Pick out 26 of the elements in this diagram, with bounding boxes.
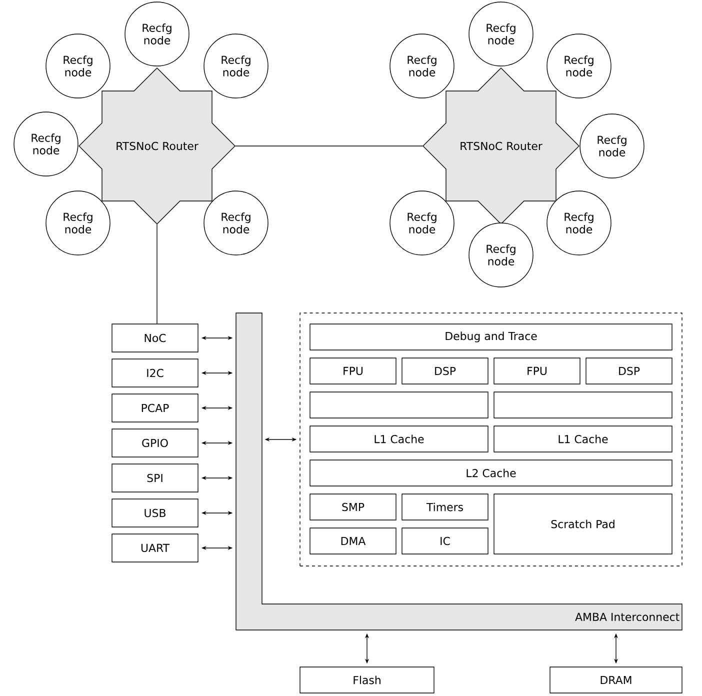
block-box: IC (402, 528, 488, 554)
block-box: Timers (402, 494, 488, 520)
block-box: FPU (494, 358, 580, 384)
block-box: DSP (402, 358, 488, 384)
block-box: DRAM (550, 666, 682, 694)
block-box: GPIO (112, 428, 198, 458)
cluster-frame (300, 312, 682, 566)
block-box: SMP (310, 494, 396, 520)
block-box: USB (112, 498, 198, 528)
block-box: SPI (112, 464, 198, 492)
block-box (494, 392, 672, 418)
block-box: UART (112, 534, 198, 562)
block-box: Debug and Trace (310, 324, 672, 350)
block-box: DSP (586, 358, 672, 384)
block-box: L1 Cache (494, 426, 672, 452)
block-box: PCAP (112, 394, 198, 422)
block-box: FPU (310, 358, 396, 384)
block-box: DMA (310, 528, 396, 554)
block-box: L2 Cache (310, 460, 672, 486)
block-box: I2C (112, 358, 198, 388)
connector (156, 224, 158, 324)
block-box (310, 392, 488, 418)
block-box: Scratch Pad (494, 494, 672, 554)
block-box: L1 Cache (310, 426, 488, 452)
block-box: Flash (300, 666, 434, 694)
block-box: NoC (112, 324, 198, 352)
